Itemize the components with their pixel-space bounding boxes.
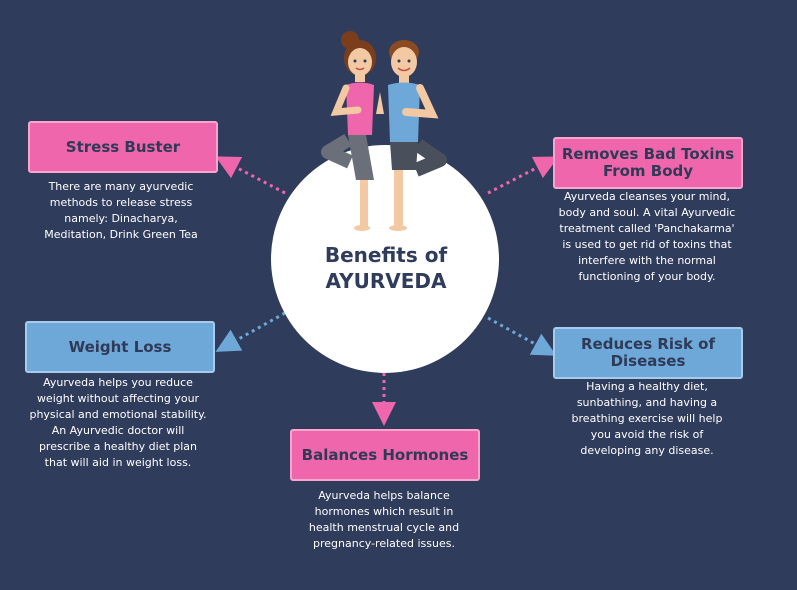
balances-hormones-heading: Balances Hormones [290,429,480,481]
removes-toxins-text: Ayurveda cleanses your mind, body and so… [558,190,736,283]
balances-hormones-text: Ayurveda helps balance hormones which re… [308,489,460,550]
man-figure [388,40,447,231]
yoga-couple-illustration [321,31,447,231]
removes-toxins-heading: Removes Bad Toxins From Body [553,137,743,189]
woman-figure [321,31,376,231]
arrow-weight-loss [215,311,286,352]
reduces-risk-text: Having a healthy diet, sunbathing, and h… [571,380,723,457]
center-title: Benefits of AYURVEDA [324,243,448,293]
stress-buster-heading: Stress Buster [28,121,218,173]
arrow-reduces-risk [487,316,557,356]
arrow-removes-toxins [487,156,559,195]
weight-loss-text: Ayurveda helps you reduce weight without… [29,376,207,469]
stress-buster-text: There are many ayurvedic methods to rele… [44,180,198,241]
arrow-stress-buster [215,156,286,195]
weight-loss-heading: Weight Loss [25,321,215,373]
reduces-risk-heading: Reduces Risk of Diseases [553,327,743,379]
center-circle [271,145,499,373]
praying-hands [376,92,384,114]
